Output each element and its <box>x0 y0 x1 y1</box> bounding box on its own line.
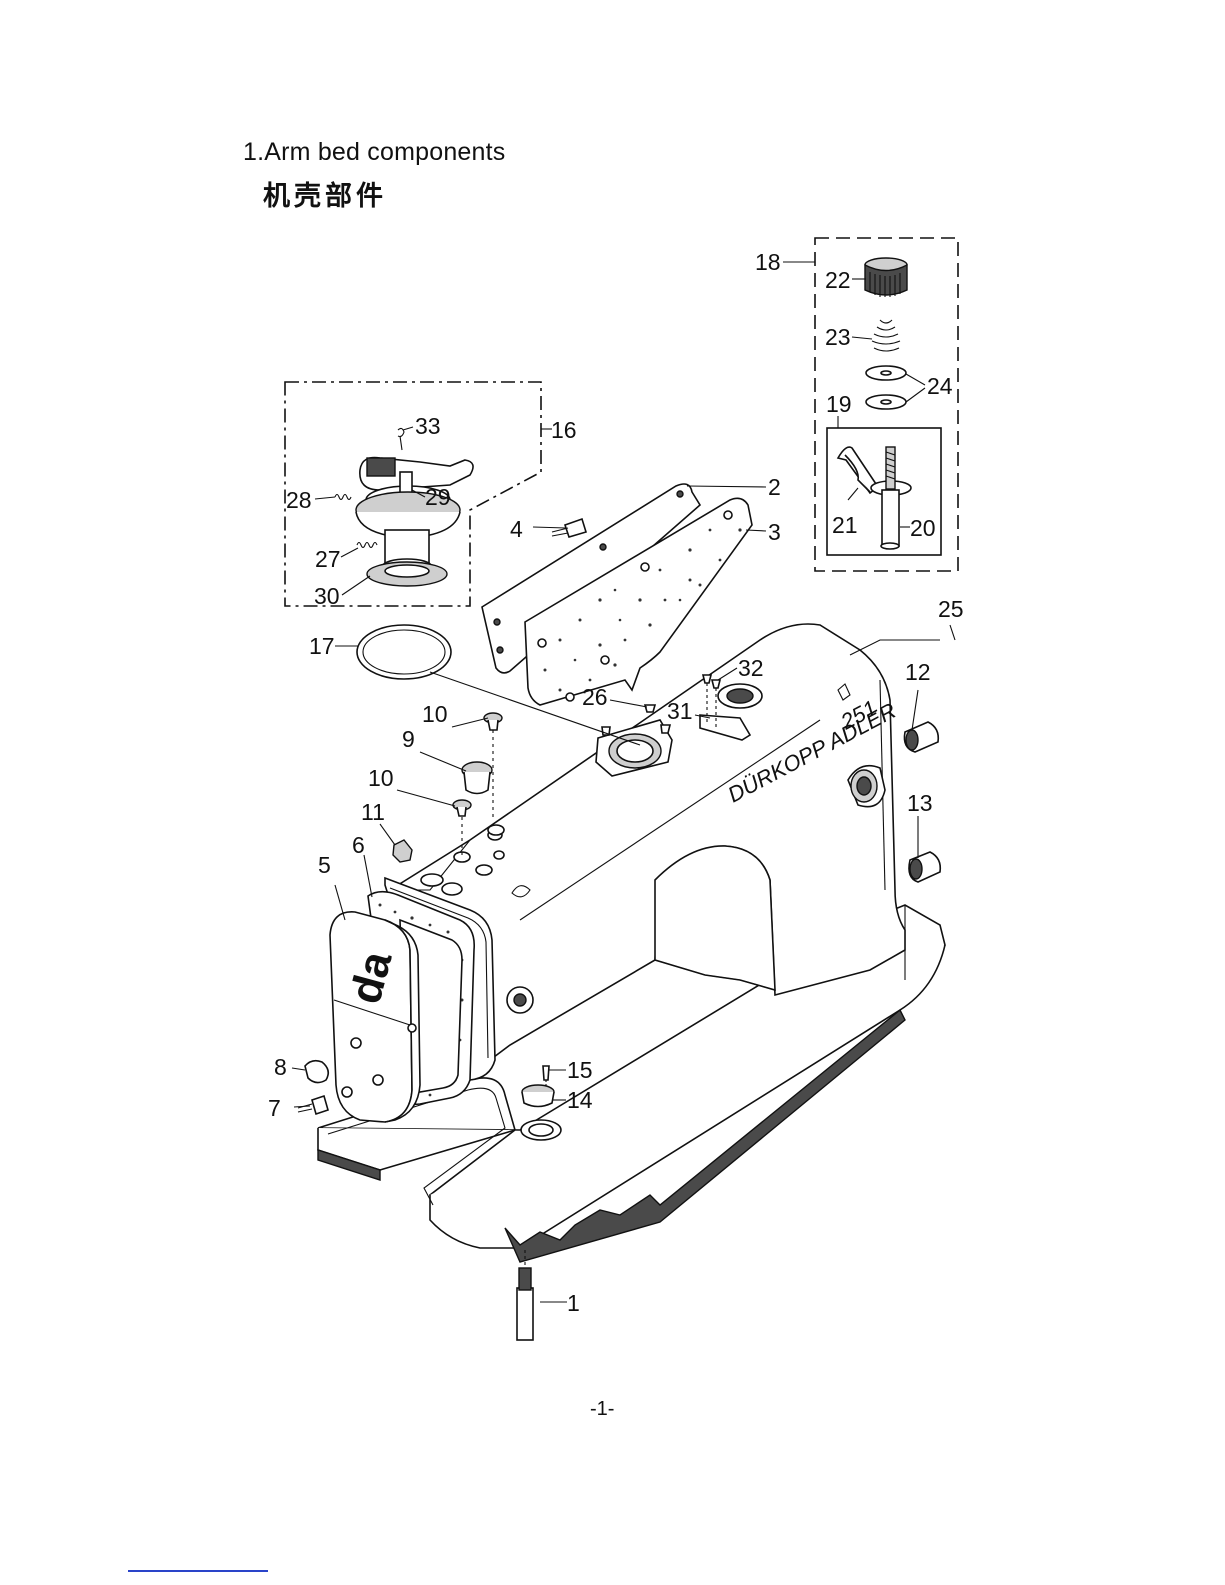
callout-29: 29 <box>425 484 451 510</box>
callout-23: 23 <box>825 324 851 350</box>
callout-11: 11 <box>361 799 385 825</box>
callout-27: 27 <box>315 546 341 572</box>
callout-2: 2 <box>768 474 781 500</box>
callout-14: 14 <box>567 1087 593 1113</box>
callout-33: 33 <box>415 413 441 439</box>
callout-10-a: 10 <box>422 701 448 727</box>
callout-30: 30 <box>314 583 340 609</box>
callout-4: 4 <box>510 516 523 542</box>
callout-15: 15 <box>567 1057 593 1083</box>
callout-13: 13 <box>907 790 933 816</box>
callout-1: 1 <box>567 1290 580 1316</box>
callout-3: 3 <box>768 519 781 545</box>
head-side-bolt <box>507 987 533 1013</box>
callout-25: 25 <box>938 596 964 622</box>
callout-31: 31 <box>667 698 693 724</box>
callout-19: 19 <box>826 391 852 417</box>
head-cover: da <box>330 912 420 1122</box>
callout-6: 6 <box>352 832 365 858</box>
callout-26: 26 <box>582 684 608 710</box>
callout-32: 32 <box>738 655 764 681</box>
callout-12: 12 <box>905 659 931 685</box>
callout-21: 21 <box>832 512 858 538</box>
callout-5: 5 <box>318 852 331 878</box>
bed-stud <box>517 1250 533 1340</box>
callout-7: 7 <box>268 1095 281 1121</box>
callout-22: 22 <box>825 267 851 293</box>
callout-9: 9 <box>402 726 415 752</box>
callout-24: 24 <box>927 373 953 399</box>
callout-18: 18 <box>755 249 781 275</box>
callout-10-b: 10 <box>368 765 394 791</box>
bobbin-winder-assembly <box>285 382 541 606</box>
bed-oil-cup <box>522 1066 554 1107</box>
footer-rule <box>128 1570 268 1572</box>
callout-17: 17 <box>309 633 335 659</box>
callout-20: 20 <box>910 515 936 541</box>
callout-28: 28 <box>286 487 312 513</box>
callout-8: 8 <box>274 1054 287 1080</box>
callout-16: 16 <box>551 417 577 443</box>
page-number: -1- <box>590 1398 614 1421</box>
